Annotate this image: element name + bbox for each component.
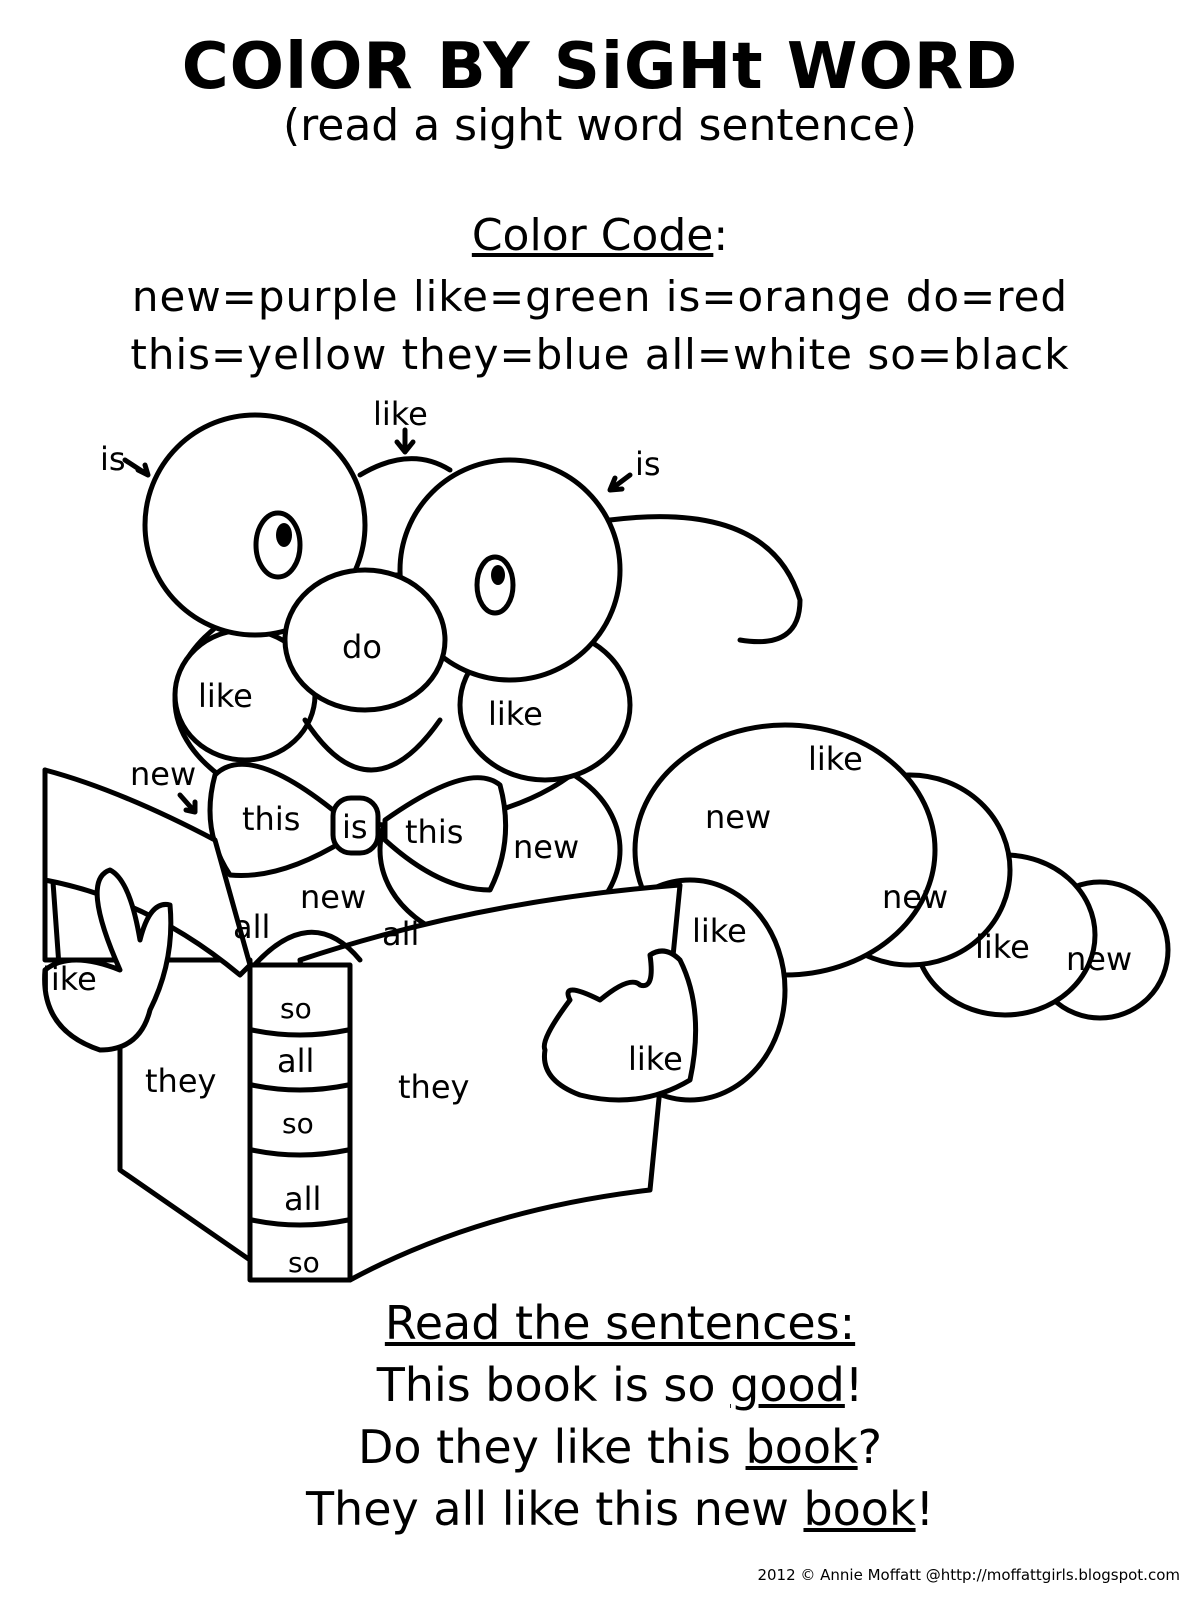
pupil-right: [491, 565, 505, 585]
label-glasses-left: is: [100, 440, 126, 478]
label-bowtie-center: is: [342, 808, 368, 846]
label-book-top-right: all: [382, 915, 419, 953]
label-spine-3: so: [282, 1107, 314, 1140]
label-bowtie-left: this: [242, 800, 300, 838]
label-spine-2: all: [277, 1042, 314, 1080]
bow-tie: [207, 761, 509, 893]
page-title: COlOR BY SiGHt WORD: [181, 30, 1019, 104]
sentence-3: They all like this new book!: [240, 1478, 1000, 1540]
label-bowtie-right: this: [405, 813, 463, 851]
label-neck: new: [130, 755, 196, 793]
spine-bands: [249, 1027, 351, 1228]
page-subtitle: (read a sight word sentence): [282, 100, 918, 151]
sentence-3-underlined-word: book: [803, 1482, 916, 1536]
label-segment-1: new: [705, 798, 771, 836]
sentence-2-text: Do they like this: [357, 1420, 746, 1474]
label-cheek-right: like: [488, 695, 543, 733]
arrow-glasses-left-icon: [122, 457, 151, 478]
color-code-line-2: this=yellow they=blue all=white so=black: [130, 330, 1070, 379]
bookworm-illustration: is like is do like like this is this new…: [42, 395, 1171, 1283]
label-cheek-left: like: [198, 677, 253, 715]
hand-left: [42, 867, 174, 1053]
sentence-2: Do they like this book?: [240, 1416, 1000, 1478]
label-nose: do: [342, 628, 382, 666]
sentences-heading: Read the sentences:: [384, 1296, 856, 1350]
label-spine-1: so: [280, 992, 312, 1025]
glasses-arm: [607, 514, 803, 645]
color-code-line-1: new=purple like=green is=orange do=red: [131, 272, 1069, 321]
label-glasses-right: is: [635, 445, 661, 483]
arrow-glasses-bridge-icon: [394, 427, 416, 455]
hands: [42, 867, 699, 1103]
smile: [302, 717, 443, 773]
copyright-footer: 2012 © Annie Moffatt @http://moffattgirl…: [757, 1566, 1180, 1584]
bowtie-knot: [330, 795, 381, 856]
sentence-3-punct: !: [915, 1482, 935, 1536]
sentence-2-punct: ?: [857, 1420, 883, 1474]
arrows: [122, 427, 633, 815]
sentence-2-underlined-word: book: [745, 1420, 858, 1474]
bowtie-right-wing: [382, 775, 509, 893]
color-code-heading: Color Code:: [0, 210, 1200, 261]
label-glasses-bridge: like: [373, 395, 428, 433]
sentence-1-text: This book is so: [376, 1358, 731, 1412]
sentence-1: This book is so good!: [240, 1354, 1000, 1416]
nose: [282, 567, 448, 713]
color-code-heading-text: Color Code: [471, 210, 714, 261]
label-book-top-left: all: [233, 908, 270, 946]
book-top-edge: [247, 929, 363, 973]
label-spine-4: all: [284, 1180, 321, 1218]
label-cover-right: they: [398, 1068, 469, 1106]
glasses-lens-left: [142, 412, 368, 638]
eye-left: [253, 510, 303, 580]
sentence-3-text: They all like this new: [305, 1482, 804, 1536]
arrow-glasses-right-icon: [607, 472, 633, 493]
label-segment-1-top: like: [808, 740, 863, 778]
label-cover-left: they: [145, 1062, 216, 1100]
pupil-left: [276, 523, 292, 547]
label-hand-right: like: [628, 1040, 683, 1078]
label-body-chest: new: [300, 878, 366, 916]
glasses-bridge: [357, 456, 453, 478]
bowtie-left-wing: [207, 761, 348, 879]
book-front-cover: [297, 882, 683, 1283]
hand-right: [541, 948, 699, 1103]
label-segment-1-bottom: like: [692, 912, 747, 950]
sentence-1-punct: !: [844, 1358, 864, 1412]
label-body-side: new: [513, 828, 579, 866]
label-segment-2: new: [882, 878, 948, 916]
label-segment-4: new: [1066, 940, 1132, 978]
sentence-1-underlined-word: good: [730, 1358, 845, 1412]
label-hand-left: like: [42, 960, 97, 998]
label-segment-3: like: [975, 928, 1030, 966]
color-code-heading-colon: :: [713, 210, 729, 261]
label-spine-5: so: [288, 1246, 320, 1279]
glasses: [142, 412, 803, 683]
eye-right: [474, 554, 516, 616]
arrow-neck-icon: [177, 792, 198, 815]
